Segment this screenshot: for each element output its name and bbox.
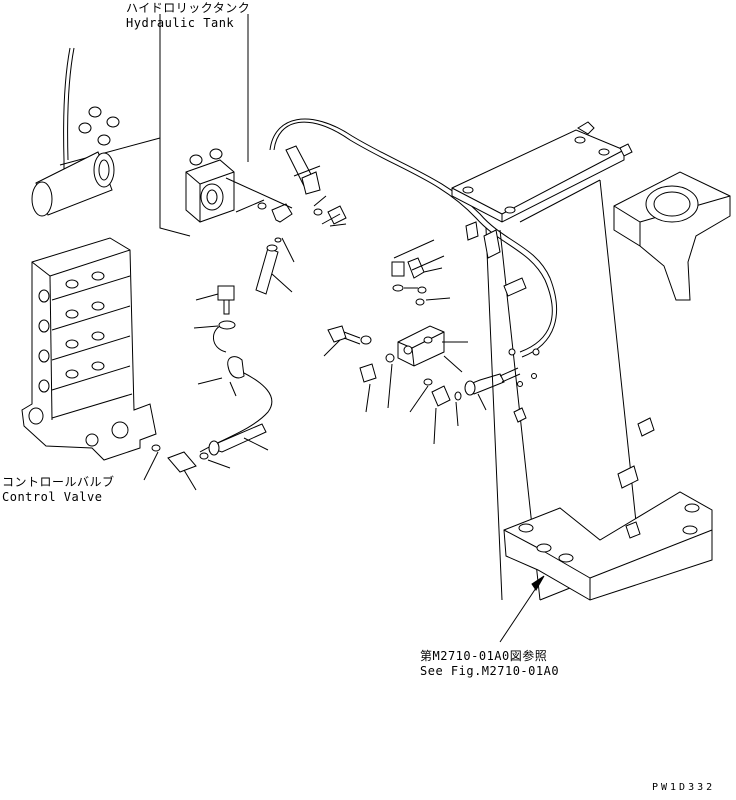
hydraulic-tank-label-en: Hydraulic Tank xyxy=(126,16,235,30)
control-valve-label-jp: コントロールバルブ xyxy=(2,475,115,489)
tank-bolts xyxy=(78,106,120,146)
hydraulic-tank-label-jp: ハイドロリックタンク xyxy=(126,1,251,15)
control-valve-label-en: Control Valve xyxy=(2,490,103,504)
control-valve xyxy=(21,237,157,461)
figure-reference-en: See Fig.M2710-01A0 xyxy=(420,664,560,678)
side-housing xyxy=(613,171,731,301)
fittings xyxy=(151,145,521,473)
drawing-code: PW1D332 xyxy=(652,782,716,793)
leader-lines xyxy=(143,165,487,491)
hydraulic-tank xyxy=(31,14,249,237)
reference-arrow xyxy=(499,575,545,643)
support-column xyxy=(451,121,713,601)
tank-port-fitting xyxy=(31,151,115,217)
figure-reference-jp: 第M2710-01A0図参照 xyxy=(420,649,548,663)
tank-flange-block xyxy=(185,148,235,223)
